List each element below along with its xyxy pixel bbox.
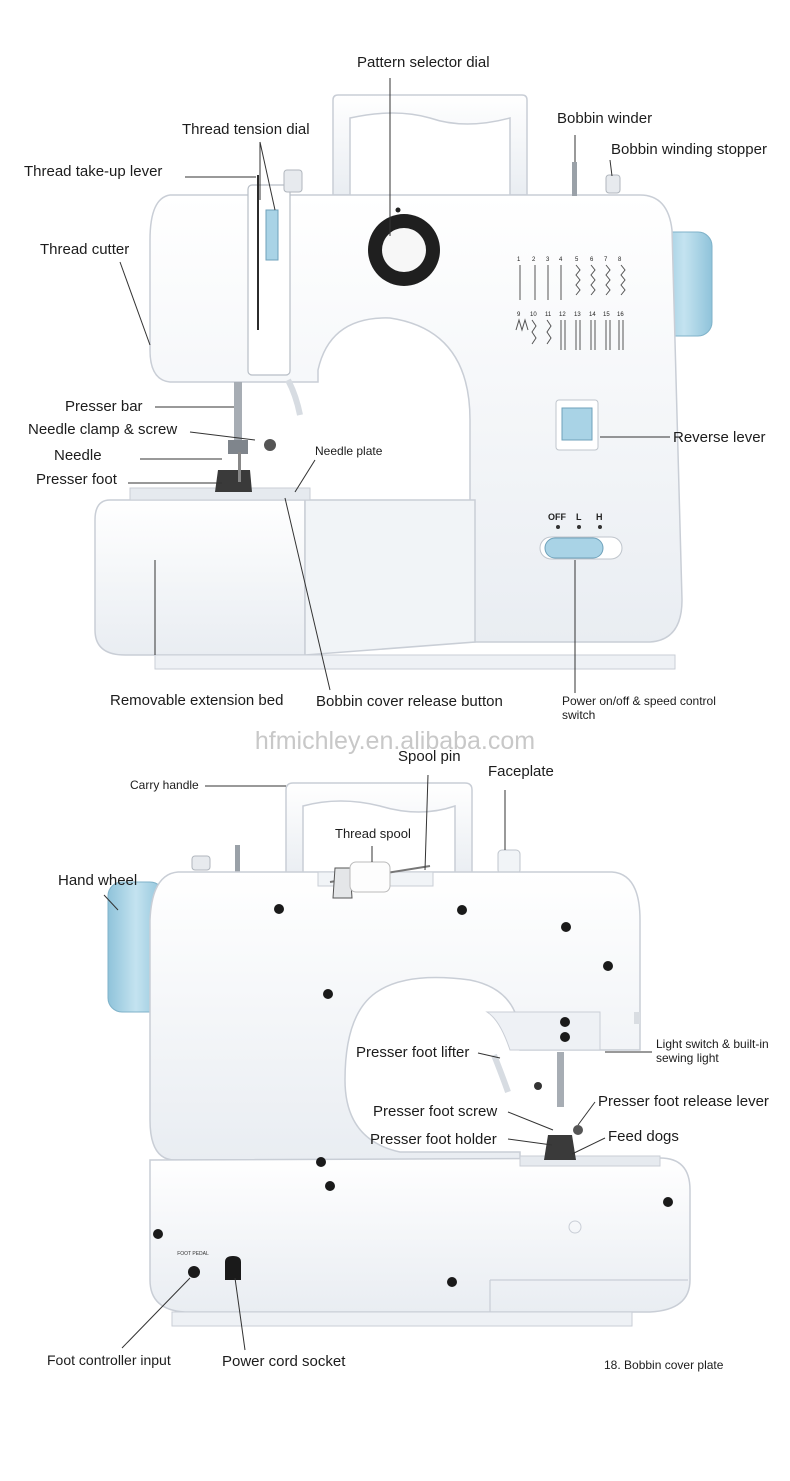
- label-thread-cutter: Thread cutter: [40, 241, 130, 258]
- back-screw-holes: [153, 904, 673, 1287]
- label-thread-take-up-lever: Thread take-up lever: [24, 163, 163, 180]
- switch-l-label: L: [576, 512, 582, 522]
- svg-text:3: 3: [546, 257, 550, 263]
- front-presser-foot: [215, 470, 252, 492]
- front-bed-right: [304, 499, 476, 656]
- label-faceplate: Faceplate: [488, 763, 554, 780]
- label-presser-foot-lifter: Presser foot lifter: [356, 1044, 470, 1061]
- svg-text:12: 12: [559, 312, 566, 318]
- label-bobbin-cover-plate: 18. Bobbin cover plate: [604, 1358, 724, 1372]
- label-light-switch-line2: sewing light: [656, 1050, 719, 1065]
- label-presser-foot-screw: Presser foot screw: [373, 1103, 498, 1120]
- label-spool-pin: Spool pin: [398, 748, 461, 765]
- svg-text:13: 13: [574, 312, 581, 318]
- stitch-chart: [515, 264, 626, 350]
- label-hand-wheel: Hand wheel: [58, 872, 138, 889]
- label-needle-clamp-screw: Needle clamp & screw: [28, 421, 178, 438]
- svg-text:16: 16: [617, 312, 624, 318]
- svg-text:1: 1: [517, 257, 521, 263]
- svg-text:14: 14: [589, 312, 596, 318]
- svg-text:11: 11: [545, 312, 552, 318]
- leader-lines: [103, 78, 670, 1351]
- front-tension-window: [265, 209, 279, 261]
- label-light-switch-line1: Light switch & built-in: [656, 1037, 769, 1051]
- label-removable-extension-bed: Removable extension bed: [110, 692, 284, 709]
- svg-text:5: 5: [575, 257, 579, 263]
- label-needle: Needle: [54, 447, 102, 464]
- power-cord-socket-graphic: [225, 1256, 241, 1280]
- stitch-numbers: 1 2 3 4 5 6 7 8 9 10 11 12 13 14 15 16: [517, 257, 624, 318]
- label-thread-tension-dial: Thread tension dial: [182, 121, 310, 138]
- label-presser-foot-release-lever: Presser foot release lever: [598, 1093, 769, 1110]
- svg-text:10: 10: [530, 312, 537, 318]
- back-lower-body: [149, 1157, 691, 1313]
- label-bobbin-winder: Bobbin winder: [557, 110, 653, 127]
- svg-text:8: 8: [618, 257, 622, 263]
- svg-text:6: 6: [590, 257, 594, 263]
- svg-text:9: 9: [517, 312, 521, 318]
- switch-labels: OFF L H: [548, 512, 603, 522]
- label-needle-plate: Needle plate: [315, 444, 383, 458]
- label-power-switch: Power on/off & speed control switch: [562, 694, 716, 723]
- label-power-switch-line2: switch: [562, 707, 596, 722]
- label-thread-spool: Thread spool: [335, 826, 411, 841]
- label-bobbin-winding-stopper: Bobbin winding stopper: [611, 141, 767, 158]
- thread-spool-graphic: [317, 861, 434, 899]
- front-lower-bed: [94, 499, 306, 656]
- label-foot-controller-input: Foot controller input: [47, 1352, 171, 1368]
- foot-pedal-socket: [188, 1266, 200, 1278]
- front-base: [154, 654, 676, 670]
- label-feed-dogs: Feed dogs: [608, 1128, 679, 1145]
- label-carry-handle: Carry handle: [130, 778, 199, 792]
- label-bobbin-cover-release-button: Bobbin cover release button: [316, 693, 503, 710]
- front-carry-handle: [332, 94, 528, 196]
- label-power-cord-socket: Power cord socket: [222, 1353, 346, 1370]
- back-machine: FOOT PEDAL: [107, 782, 691, 1327]
- label-light-switch: Light switch & built-in sewing light: [656, 1037, 769, 1066]
- svg-text:15: 15: [603, 312, 610, 318]
- switch-off-label: OFF: [548, 512, 566, 522]
- front-machine: [94, 94, 713, 670]
- svg-text:4: 4: [559, 257, 563, 263]
- label-presser-foot: Presser foot: [36, 471, 117, 488]
- foot-pedal-text: FOOT PEDAL: [177, 1251, 209, 1257]
- switch-h-label: H: [596, 512, 603, 522]
- svg-text:2: 2: [532, 257, 536, 263]
- label-power-switch-line1: Power on/off & speed control: [562, 694, 716, 708]
- label-pattern-selector-dial: Pattern selector dial: [357, 54, 490, 71]
- watermark: hfmichley.en.alibaba.com: [254, 727, 536, 755]
- label-presser-foot-holder: Presser foot holder: [370, 1131, 497, 1148]
- front-presser-bar: [234, 382, 242, 452]
- label-presser-bar: Presser bar: [65, 398, 143, 415]
- svg-text:7: 7: [604, 257, 608, 263]
- label-reverse-lever: Reverse lever: [673, 429, 766, 446]
- back-carry-handle: [285, 782, 473, 879]
